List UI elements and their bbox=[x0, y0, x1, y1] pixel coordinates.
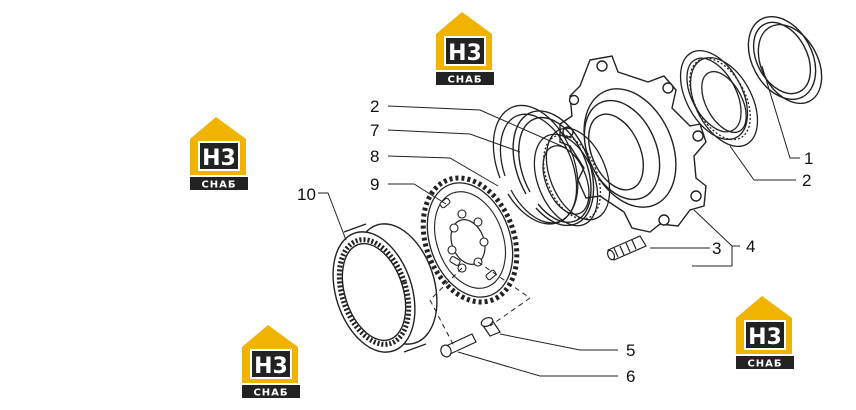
part-7-snap-ring bbox=[512, 110, 595, 227]
label-3: 3 bbox=[712, 239, 721, 258]
part-10-ring-gear bbox=[332, 223, 438, 353]
leader-lines bbox=[318, 65, 800, 377]
label-2-right: 2 bbox=[802, 171, 811, 190]
label-6: 6 bbox=[626, 367, 635, 386]
label-10: 10 bbox=[297, 185, 316, 204]
label-5: 5 bbox=[626, 341, 635, 360]
part-3-stud bbox=[606, 235, 647, 261]
label-4: 4 bbox=[746, 237, 755, 256]
label-7: 7 bbox=[370, 121, 379, 140]
assembly-guide-lines bbox=[429, 261, 531, 347]
part-2-roller-bearing bbox=[679, 49, 759, 148]
watermark-logo bbox=[242, 325, 300, 399]
label-1: 1 bbox=[804, 149, 813, 168]
part-8-retaining-ring bbox=[492, 104, 579, 225]
watermark-logo bbox=[736, 296, 794, 370]
part-5-bushing bbox=[480, 317, 501, 337]
watermark-logo bbox=[436, 12, 494, 86]
callout-labels: 2 7 8 9 10 1 2 3 4 5 6 bbox=[297, 97, 813, 386]
watermark-logo bbox=[190, 117, 248, 191]
label-2-left: 2 bbox=[370, 97, 379, 116]
part-1-seal-ring bbox=[747, 15, 823, 105]
label-9: 9 bbox=[370, 175, 379, 194]
part-6-bolt bbox=[440, 333, 477, 358]
label-8: 8 bbox=[370, 147, 379, 166]
